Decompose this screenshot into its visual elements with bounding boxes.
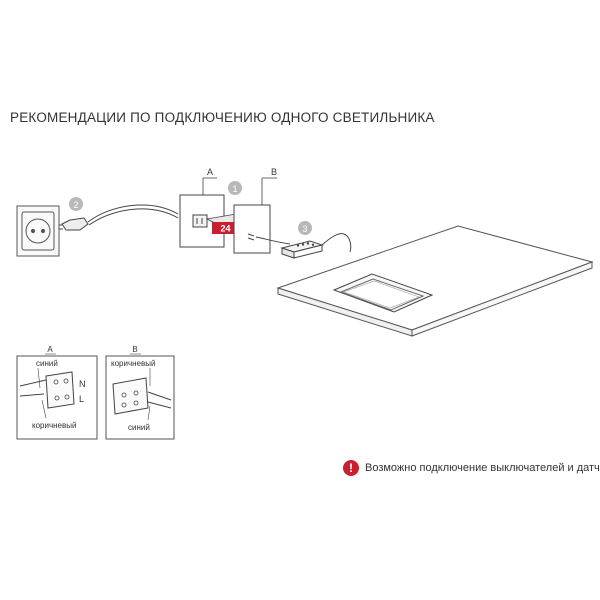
plug-cable	[59, 204, 179, 231]
step-1-label: 1	[232, 184, 237, 194]
label-b: B	[271, 167, 277, 177]
driver-box-a	[179, 194, 225, 248]
label-a-group: A	[202, 167, 217, 195]
detail-a: A синий N L коричневый	[16, 345, 98, 440]
page-title: РЕКОМЕНДАЦИИ ПО ПОДКЛЮЧЕНИЮ ОДНОГО СВЕТИ…	[10, 110, 435, 125]
detail-b-label: B	[132, 345, 137, 354]
step-1-badge: 1	[228, 181, 242, 195]
detail-a-wire-bottom: коричневый	[32, 421, 76, 430]
step-2-badge: 2	[69, 197, 83, 211]
terminal-l: L	[79, 394, 84, 404]
detail-b: B коричневый синий	[105, 345, 175, 440]
detail-b-wire-top: коричневый	[111, 359, 155, 368]
driver-box-b	[233, 204, 271, 254]
detail-a-wire-top: синий	[36, 359, 58, 368]
note: ! Возможно подключение выключателей и да…	[343, 460, 600, 476]
ceiling-panel	[276, 225, 594, 337]
luminaire-cable	[321, 233, 352, 253]
label-a: A	[207, 167, 213, 177]
step-3-label: 3	[302, 224, 307, 234]
wall-socket	[16, 205, 60, 257]
warning-icon: !	[343, 460, 359, 476]
terminal-n: N	[79, 379, 86, 389]
note-text: Возможно подключение выключателей и датч…	[365, 462, 600, 474]
voltage-label: 24 В	[220, 224, 240, 234]
luminaire	[332, 273, 434, 313]
step-3-badge: 3	[298, 221, 312, 235]
detail-a-label: A	[47, 345, 53, 354]
output-wire	[255, 236, 291, 245]
step-2-label: 2	[73, 200, 78, 210]
detail-b-wire-bottom: синий	[128, 423, 150, 432]
label-b-group: B	[261, 167, 277, 205]
